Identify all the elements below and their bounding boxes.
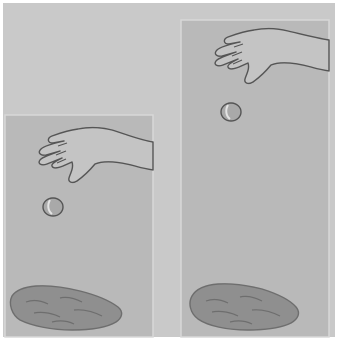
coin-icon bbox=[43, 198, 63, 216]
scene-tall-drop bbox=[181, 20, 329, 337]
coin-icon bbox=[221, 103, 241, 121]
scene-short-drop bbox=[5, 115, 153, 337]
